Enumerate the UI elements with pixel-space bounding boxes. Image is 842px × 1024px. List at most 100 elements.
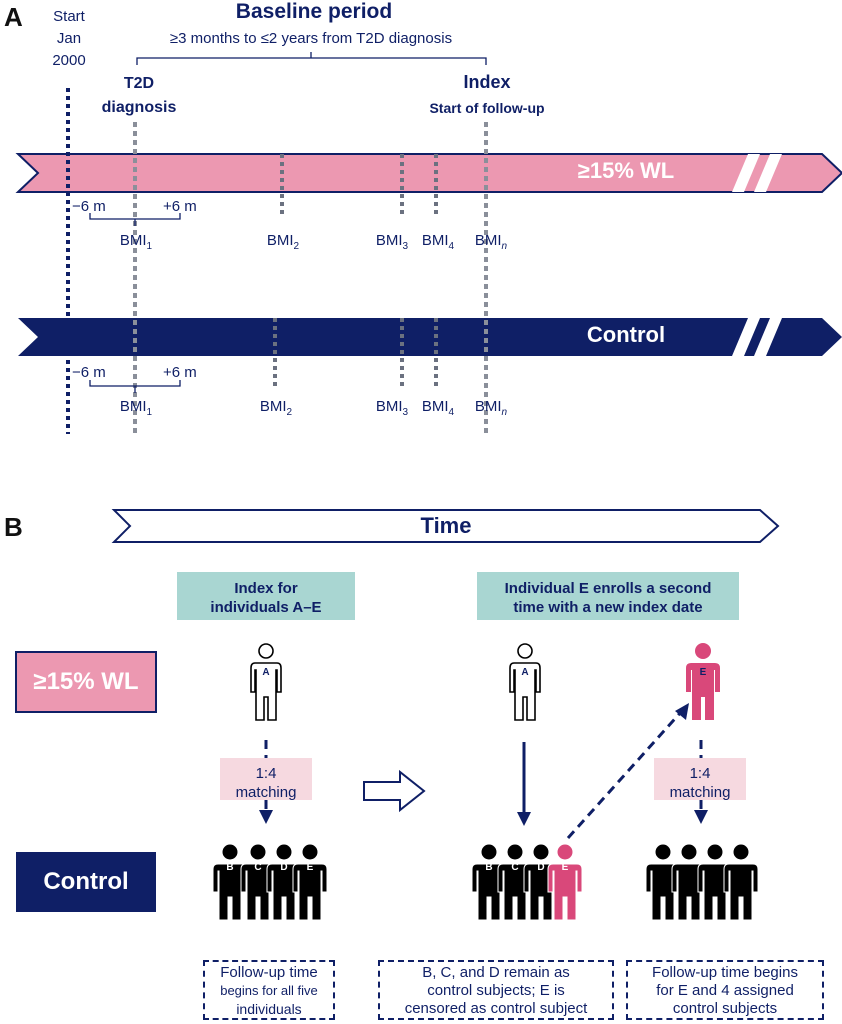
person-e-letter: E xyxy=(699,667,707,678)
person-icon xyxy=(723,843,759,921)
baseline-subtitle: ≥3 months to ≤2 years from T2D diagnosis xyxy=(169,30,453,47)
solid-arrow-middle xyxy=(517,742,531,826)
bmi-label: BMI1 xyxy=(120,232,152,252)
index-box-line-2: individuals A–E xyxy=(210,599,322,616)
bmi-label: BMI3 xyxy=(376,232,408,252)
note-1-line-2: begins for all five xyxy=(220,983,318,998)
baseline-title: Baseline period xyxy=(235,0,393,23)
bmi-sub: 2 xyxy=(293,241,300,252)
bmi-base: BMI xyxy=(375,398,403,415)
bmi-label: BMI2 xyxy=(267,232,299,252)
wl-bar-label: ≥15% WL xyxy=(577,158,675,183)
person-icon xyxy=(212,843,248,921)
start-label-line-3: 2000 xyxy=(52,52,86,69)
bmi-ticks-control xyxy=(273,318,438,386)
baseline-bracket xyxy=(136,52,487,65)
panel-b-letter: B xyxy=(4,512,23,542)
person-e-icon xyxy=(686,643,720,720)
control-group-2 xyxy=(471,843,583,921)
enroll-box: Individual E enrolls a second time with … xyxy=(477,572,739,620)
bmi-base: BMI xyxy=(474,398,502,415)
t2d-label-line-2: diagnosis xyxy=(101,99,177,116)
matching-left-line-2: matching xyxy=(235,784,297,801)
control-bar-break-mark xyxy=(732,318,782,356)
bmi-ticks-wl xyxy=(280,154,438,214)
six-month-bracket-control xyxy=(89,380,181,393)
group-person-letter: C xyxy=(511,862,519,873)
control-bar-label: Control xyxy=(586,322,666,347)
bmi-sub: 3 xyxy=(402,407,409,418)
bmi-sub: 3 xyxy=(402,241,409,252)
time-arrow xyxy=(111,509,780,543)
person-a-right-icon xyxy=(509,643,541,721)
bmi-label: BMI3 xyxy=(376,398,408,418)
index-box: Index for individuals A–E xyxy=(177,572,355,620)
person-a-letter-right: A xyxy=(521,667,529,678)
wl-timeline-bar xyxy=(15,153,842,193)
matching-left-line-1: 1:4 xyxy=(255,765,277,782)
matching-right-line-2: matching xyxy=(669,784,731,801)
wl-label-box: ≥15% WL xyxy=(33,668,139,695)
note-2-line-2: control subjects; E is xyxy=(427,982,565,999)
bmi-label: BMIn xyxy=(475,398,507,418)
bmi-label: BMI2 xyxy=(260,398,292,418)
group-person-letter: E xyxy=(561,862,569,873)
reenroll-arrow xyxy=(566,703,689,840)
t2d-label: T2D diagnosis xyxy=(102,72,177,120)
index-box-line-1: Index for xyxy=(234,580,298,597)
group-person-letter: B xyxy=(485,862,493,873)
bmi-label: BMI4 xyxy=(422,398,454,418)
bmi-base: BMI xyxy=(259,398,287,415)
bmi-sub: 2 xyxy=(286,407,293,418)
minus6-wl: −6 m xyxy=(72,198,106,215)
index-label: Index xyxy=(463,72,511,92)
bmi-base: BMI xyxy=(474,232,502,249)
wl-bar-break-mark xyxy=(732,154,782,192)
group-person-letter: D xyxy=(537,862,545,873)
person-a-left-icon xyxy=(250,643,282,721)
bmi-base: BMI xyxy=(421,232,449,249)
matching-right-line-1: 1:4 xyxy=(689,765,711,782)
bmi-sub: n xyxy=(501,407,508,418)
enroll-box-line-2: time with a new index date xyxy=(513,599,703,616)
note-1-line-3: individuals xyxy=(236,1001,302,1017)
note-1-line-1: Follow-up time xyxy=(220,964,318,981)
minus6-control: −6 m xyxy=(72,364,106,381)
control-label-box-shape xyxy=(16,852,156,912)
bmi-base: BMI xyxy=(119,398,147,415)
matching-box-right: 1:4 matching xyxy=(654,758,746,801)
group-person-letter: D xyxy=(280,862,288,873)
bmi-label: BMI4 xyxy=(422,232,454,252)
note-3-line-1: Follow-up time begins xyxy=(652,964,798,981)
bmi-sub: n xyxy=(501,241,508,252)
note-box-3: Follow-up time begins for E and 4 assign… xyxy=(626,960,824,1020)
bmi-sub: 4 xyxy=(448,241,455,252)
t2d-label-line-1: T2D xyxy=(123,75,155,92)
index-sublabel: Start of follow-up xyxy=(429,100,545,116)
enroll-box-line-1: Individual E enrolls a second xyxy=(504,580,712,597)
bmi-base: BMI xyxy=(119,232,147,249)
note-2-line-1: B, C, and D remain as xyxy=(422,964,570,981)
bmi-sub: 1 xyxy=(146,241,153,252)
matching-box-left: 1:4 matching xyxy=(220,758,312,801)
hollow-transition-arrow xyxy=(363,769,426,813)
bmi-label: BMIn xyxy=(475,232,507,252)
group-person-letter: E xyxy=(306,862,314,873)
start-label-line-1: Start xyxy=(53,8,85,25)
bmi-base: BMI xyxy=(375,232,403,249)
bmi-base: BMI xyxy=(266,232,294,249)
note-3-line-3: control subjects xyxy=(672,1000,778,1017)
person-icon xyxy=(292,843,328,921)
start-label: Start Jan 2000 xyxy=(52,6,85,72)
person-a-letter-left: A xyxy=(262,667,270,678)
bmi-sub: 1 xyxy=(146,407,153,418)
start-label-line-2: Jan xyxy=(56,30,82,47)
bmi-base: BMI xyxy=(421,398,449,415)
wl-label-box-shape xyxy=(15,651,157,713)
group-person-letter: B xyxy=(226,862,234,873)
plus6-control: +6 m xyxy=(163,364,197,381)
note-box-2: B, C, and D remain as control subjects; … xyxy=(378,960,614,1020)
note-2-line-3: censored as control subject xyxy=(404,1000,588,1017)
person-icon xyxy=(547,843,583,921)
